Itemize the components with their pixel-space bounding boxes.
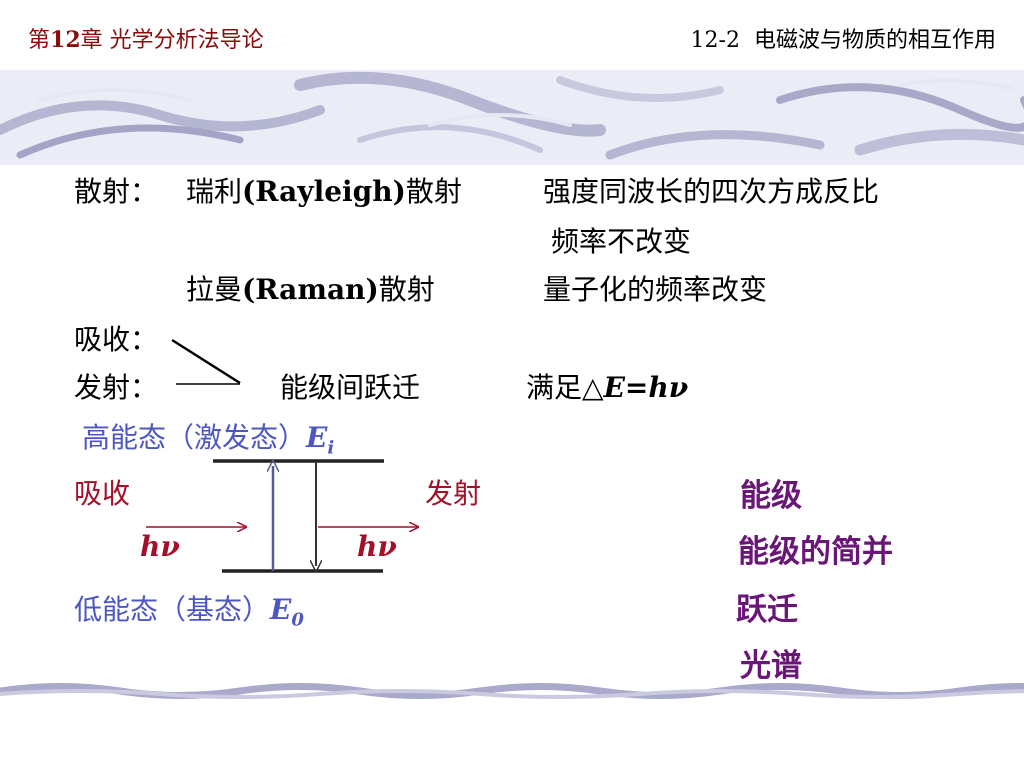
absorb-diagram-label: 吸收 <box>74 477 131 510</box>
high-E: E <box>306 421 328 454</box>
section-number: 12-2 <box>690 28 740 53</box>
h-absorb: h <box>140 530 161 563</box>
nu-emit: ν <box>377 530 397 563</box>
eq-equals: = <box>624 371 649 404</box>
raman-suffix: 散射 <box>378 273 435 306</box>
transition-text: 能级间跃迁 <box>280 371 421 404</box>
raman-cn: 拉曼 <box>186 273 243 306</box>
eq-nu: ν <box>668 371 689 404</box>
scatter-row-rayleigh: 散射： <box>74 170 158 210</box>
satisfy-text: 满足 <box>526 371 583 404</box>
decorative-wave-footer <box>0 683 1024 699</box>
section-name: 电磁波与物质的相互作用 <box>753 28 996 53</box>
eq-h: h <box>648 371 669 404</box>
chapter-title: 第12章 光学分析法导论 <box>28 22 264 54</box>
rayleigh-scattering: 瑞利(Rayleigh)散射 <box>186 170 462 210</box>
low-state-text: 低能态（基态） <box>74 593 271 626</box>
emit-label: 发射： <box>74 371 159 404</box>
raman-en: (Raman) <box>242 273 379 306</box>
decorative-wave-banner <box>0 70 1024 165</box>
emit-diagram-label: 发射 <box>425 477 482 510</box>
nu-absorb: ν <box>160 530 180 563</box>
high-sub: i <box>327 437 335 459</box>
keyword-transition: 跃迁 <box>736 592 798 628</box>
low-energy-state: 低能态（基态）E0 <box>74 588 304 631</box>
energy-equation: 满足△E=hν <box>526 366 688 406</box>
high-state-text: 高能态（激发态） <box>82 421 307 454</box>
keyword-spectrum: 光谱 <box>740 648 802 684</box>
keyword-degeneracy: 能级的简并 <box>738 534 893 570</box>
chapter-suffix: 章 光学分析法导论 <box>80 28 264 53</box>
photon-emit-label: hν <box>357 530 397 563</box>
section-title: 12-2 电磁波与物质的相互作用 <box>691 22 996 54</box>
rayleigh-cn: 瑞利 <box>186 175 243 208</box>
raman-desc: 量子化的频率改变 <box>543 273 768 306</box>
photon-absorb-label: hν <box>140 530 180 563</box>
chapter-number: 12 <box>50 27 81 53</box>
low-sub: 0 <box>291 609 304 631</box>
rayleigh-suffix: 散射 <box>405 175 462 208</box>
rayleigh-desc-frequency: 频率不改变 <box>551 225 692 258</box>
delta-symbol: △ <box>582 371 604 404</box>
rayleigh-en: (Rayleigh) <box>242 175 406 208</box>
absorb-label: 吸收： <box>74 323 159 356</box>
low-E: E <box>270 593 292 626</box>
keyword-energy-level: 能级 <box>740 478 802 514</box>
scatter-label: 散射： <box>74 175 159 208</box>
rayleigh-desc-intensity: 强度同波长的四次方成反比 <box>543 175 880 208</box>
high-energy-state: 高能态（激发态）Ei <box>82 416 334 459</box>
chapter-prefix: 第 <box>28 28 51 53</box>
eq-E: E <box>603 371 625 404</box>
h-emit: h <box>357 530 378 563</box>
raman-scattering: 拉曼(Raman)散射 <box>186 268 435 308</box>
absorb-connector-line <box>171 338 241 385</box>
